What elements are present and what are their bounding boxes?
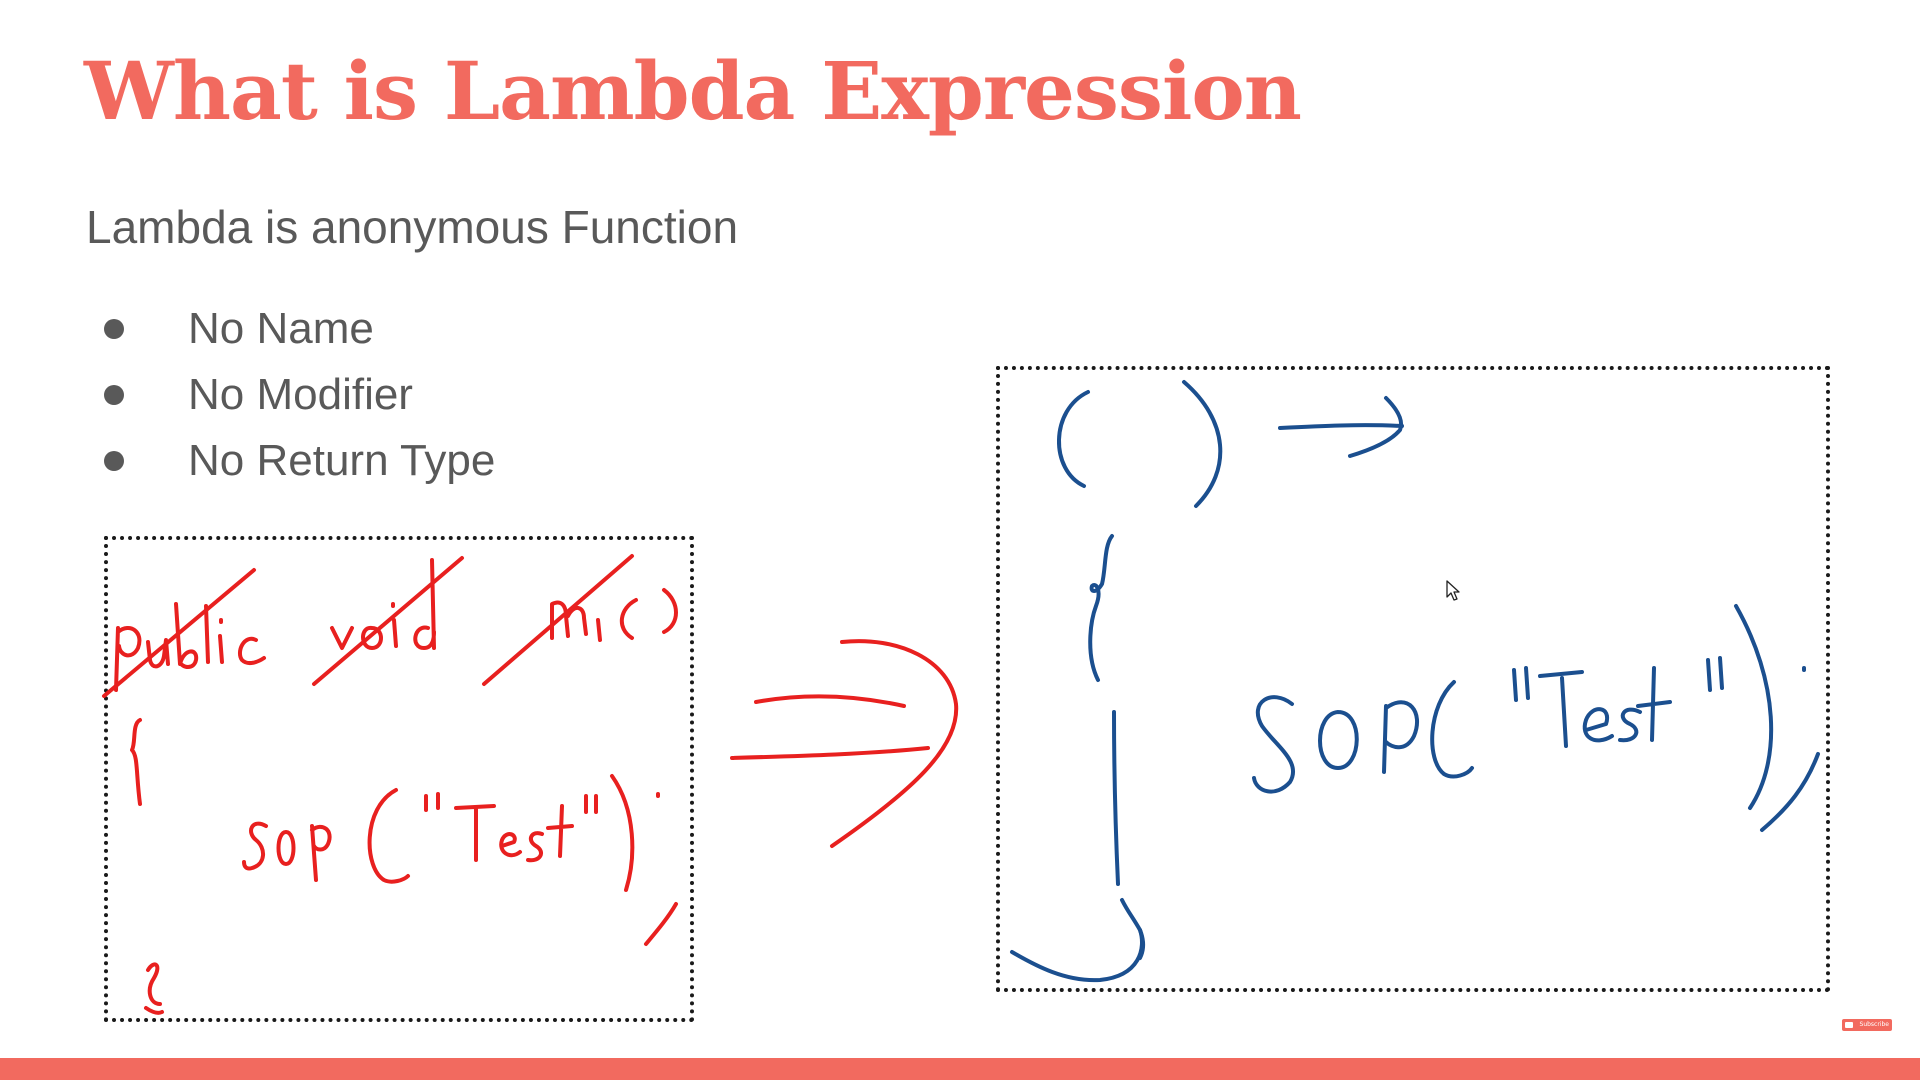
bullet-dot-icon bbox=[104, 319, 124, 339]
subscribe-button[interactable]: Subscribe bbox=[1842, 1019, 1892, 1031]
implies-arrow-icon bbox=[730, 639, 959, 848]
bullet-text: No Modifier bbox=[188, 370, 413, 419]
footer-accent-bar bbox=[0, 1058, 1920, 1080]
bullet-dot-icon bbox=[104, 451, 124, 471]
method-sketch-box bbox=[104, 536, 694, 1022]
bullet-item: No Return Type bbox=[104, 428, 495, 494]
mouse-cursor-icon bbox=[1446, 580, 1460, 601]
bullet-item: No Name bbox=[104, 296, 495, 362]
bullet-dot-icon bbox=[104, 385, 124, 405]
lambda-sketch-box bbox=[996, 366, 1830, 992]
bullet-text: No Return Type bbox=[188, 436, 496, 485]
slide-title: What is Lambda Expression bbox=[84, 44, 1302, 138]
bullet-text: No Name bbox=[188, 304, 374, 353]
bullet-item: No Modifier bbox=[104, 362, 495, 428]
slide-subtitle: Lambda is anonymous Function bbox=[86, 201, 739, 253]
bullet-list: No Name No Modifier No Return Type bbox=[104, 296, 495, 494]
